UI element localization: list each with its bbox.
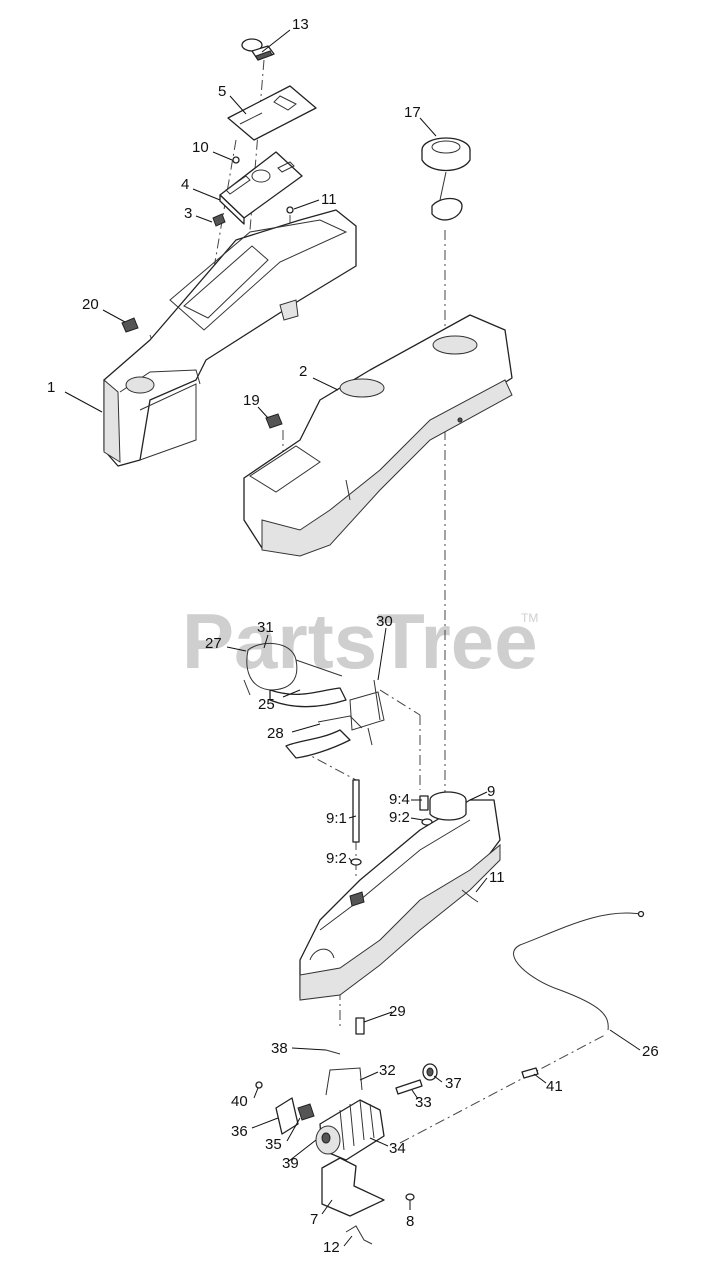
callout-9-2-upper: 9:2	[389, 809, 410, 826]
callout-17: 17	[404, 104, 421, 121]
callout-5: 5	[218, 83, 226, 100]
watermark-text: PartsTree	[182, 597, 538, 685]
callout-11-lower: 11	[489, 869, 505, 886]
washer-part	[421, 818, 433, 826]
callout-37: 37	[445, 1075, 462, 1092]
callout-8: 8	[406, 1213, 414, 1230]
fuel-valve-part	[315, 1099, 385, 1161]
callout-13: 13	[292, 16, 309, 33]
screw-part	[405, 1193, 415, 1201]
callout-32: 32	[379, 1062, 396, 1079]
pickup-tube-part	[352, 779, 360, 843]
callout-20: 20	[82, 296, 99, 313]
knob-part	[422, 1063, 438, 1081]
callout-38: 38	[271, 1040, 288, 1057]
callout-4: 4	[181, 176, 189, 193]
bracket-part	[275, 1097, 299, 1135]
callout-7: 7	[310, 1211, 318, 1228]
callout-34: 34	[389, 1140, 406, 1157]
callout-labels: 13 5 17 10 4 11 3 20 1 2 19 31 27 30 25 …	[47, 16, 659, 1256]
fuel-tank-part	[299, 791, 501, 1001]
callout-10: 10	[192, 139, 209, 156]
clip-part	[121, 317, 139, 333]
callout-31: 31	[257, 619, 274, 636]
hose-part	[325, 1067, 363, 1096]
callout-25: 25	[258, 696, 275, 713]
callout-26: 26	[642, 1043, 659, 1060]
callout-2: 2	[299, 363, 307, 380]
callout-9-4: 9:4	[389, 791, 410, 808]
fitting-part	[355, 1017, 365, 1035]
callout-11: 11	[321, 191, 337, 208]
fastener-part	[521, 1067, 539, 1079]
washer-part	[350, 858, 362, 866]
callout-33: 33	[415, 1094, 432, 1111]
callout-40: 40	[231, 1093, 248, 1110]
fuel-hose-assembly-part	[243, 642, 385, 759]
decal-plate-part	[227, 85, 317, 141]
callout-9-2-lower: 9:2	[326, 850, 347, 867]
fuel-cap-part	[421, 137, 471, 221]
callout-39: 39	[282, 1155, 299, 1172]
callout-27: 27	[205, 635, 222, 652]
leader-lines	[64, 29, 641, 1247]
lower-console-part	[243, 314, 513, 557]
fuel-gauge-part	[241, 38, 275, 61]
screw-part	[286, 206, 294, 214]
fitting-part	[419, 795, 429, 811]
screw-part	[325, 1049, 341, 1055]
callout-9: 9	[487, 783, 495, 800]
cable-part	[513, 910, 645, 1031]
callout-36: 36	[231, 1123, 248, 1140]
clip-part	[297, 1103, 315, 1121]
callout-19: 19	[243, 392, 260, 409]
upper-console-part	[103, 209, 357, 467]
callout-1: 1	[47, 379, 55, 396]
clip-part	[265, 413, 283, 429]
screw-part	[232, 156, 240, 164]
callout-35: 35	[265, 1136, 282, 1153]
callout-30: 30	[376, 613, 393, 630]
watermark-trademark: TM	[521, 611, 538, 625]
callout-3: 3	[184, 205, 192, 222]
callout-28: 28	[267, 725, 284, 742]
callout-29: 29	[389, 1003, 406, 1020]
shaft-part	[395, 1079, 423, 1095]
clip-part	[345, 1225, 373, 1245]
callout-41: 41	[546, 1078, 563, 1095]
clip-part	[461, 889, 479, 903]
control-panel-part	[219, 151, 303, 225]
clip-part	[212, 213, 226, 227]
callout-9-1: 9:1	[326, 810, 347, 827]
callout-12: 12	[323, 1239, 340, 1256]
nut-part	[255, 1081, 263, 1089]
mount-bracket-part	[321, 1157, 385, 1217]
